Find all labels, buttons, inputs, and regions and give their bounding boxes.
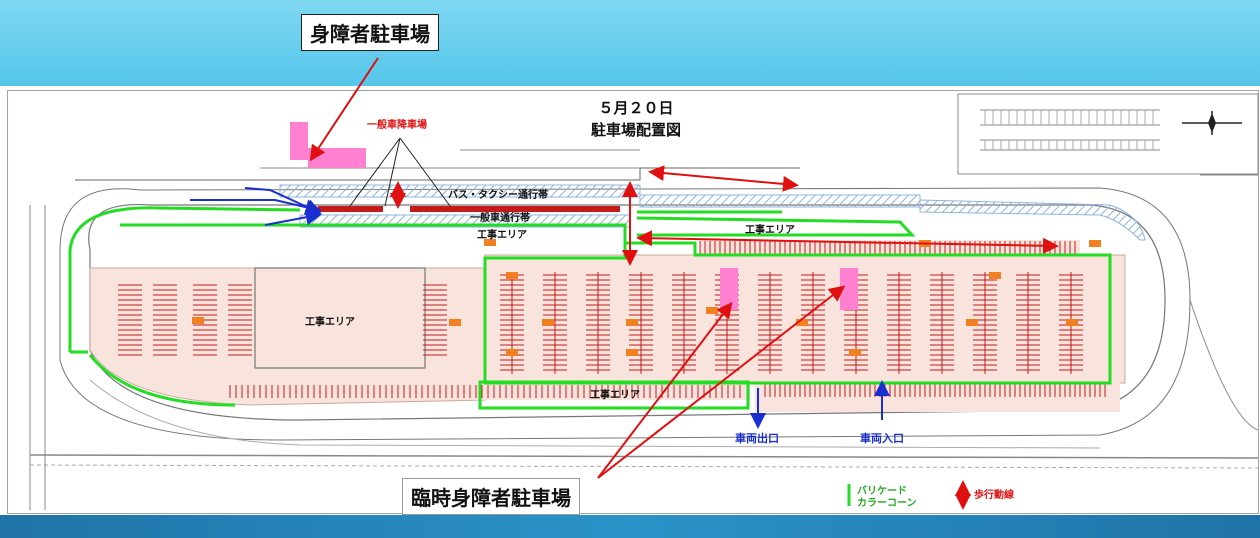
ring-road xyxy=(88,203,1166,421)
blue-traffic-arrows xyxy=(190,187,890,429)
orange-marker xyxy=(542,319,554,326)
orange-marker xyxy=(1089,240,1101,247)
walking-route-arrows xyxy=(309,57,1059,479)
temp-disabled-zone-2 xyxy=(840,268,858,310)
legend-barricade-line2: カラーコーン xyxy=(857,497,917,509)
orange-marker xyxy=(192,317,204,324)
orange-marker xyxy=(506,272,518,279)
temp-disabled-parking-callout: 臨時身障者駐車場 xyxy=(402,478,580,515)
general-dropoff-label: 一般車降車場 xyxy=(367,118,427,131)
legend-barricade-line1: バリケード xyxy=(857,485,907,497)
orange-marker xyxy=(484,239,496,246)
orange-marker xyxy=(796,319,808,326)
northeast-parking-grid xyxy=(957,93,1259,175)
orange-marker xyxy=(1066,319,1078,326)
orange-marker xyxy=(966,319,978,326)
vehicle-entrance-label: 車両入口 xyxy=(860,431,904,445)
construction-label-top: 工事エリア xyxy=(477,228,527,241)
map-title-date: ５月２０日 xyxy=(598,99,673,117)
legend-walking-route: 歩行動線 xyxy=(974,488,1014,501)
orange-marker xyxy=(506,349,518,356)
temp-disabled-zone-1 xyxy=(720,268,738,310)
orange-marker xyxy=(849,349,861,356)
bus-taxi-lane-label: バス・タクシー通行帯 xyxy=(448,188,548,201)
general-lane-label: 一般車通行帯 xyxy=(470,211,530,224)
dropoff-bar-left xyxy=(318,206,383,212)
construction-label-center: 工事エリア xyxy=(305,315,355,328)
orange-marker xyxy=(626,319,638,326)
orange-marker xyxy=(706,307,718,314)
header-band xyxy=(0,0,1260,86)
construction-label-bottom: 工事エリア xyxy=(590,388,640,401)
map-title-name: 駐車場配置図 xyxy=(591,121,681,139)
dropoff-bar-right xyxy=(410,206,620,212)
orange-marker xyxy=(989,272,1001,279)
vehicle-exit-label: 車両出口 xyxy=(735,431,779,445)
parking-stalls xyxy=(118,241,1106,398)
construction-building-block xyxy=(254,267,426,369)
orange-marker xyxy=(626,349,638,356)
map-legend: バリケード カラーコーン 歩行動線 xyxy=(847,480,1014,510)
bus-taxi-lane-strip xyxy=(279,184,641,198)
disabled-parking-callout: 身障者駐車場 xyxy=(301,14,439,51)
disabled-parking-zone xyxy=(290,122,308,160)
north-arrow-icon xyxy=(1182,111,1242,135)
footer-band xyxy=(0,515,1260,538)
orange-marker xyxy=(449,319,461,326)
station-building-outline xyxy=(75,167,800,181)
construction-label-right: 工事エリア xyxy=(745,223,795,236)
